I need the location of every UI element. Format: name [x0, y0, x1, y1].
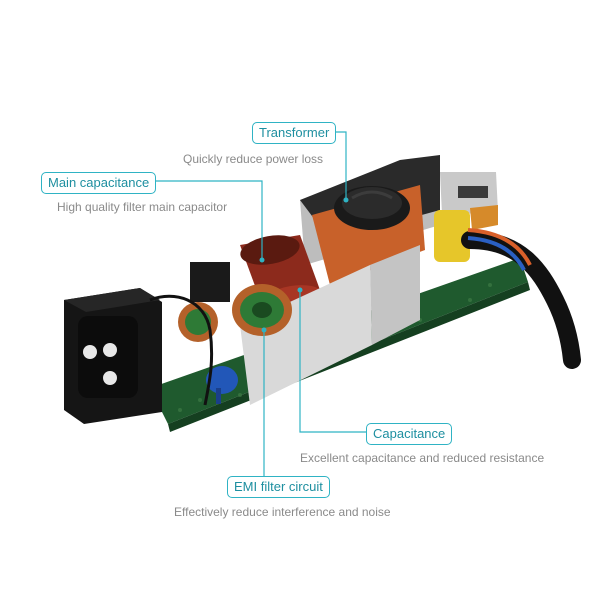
blue-capacitor — [206, 366, 238, 404]
transformer — [312, 185, 425, 285]
capacitance-description: Excellent capacitance and reduced resist… — [300, 451, 545, 465]
ac-inlet-connector — [64, 288, 162, 424]
connector-wire — [149, 294, 214, 406]
capacitance-label: Capacitance — [366, 423, 453, 445]
yellow-component — [434, 210, 470, 262]
heatsink-front — [240, 245, 420, 405]
main-capacitance-description: High quality filter main capacitor — [57, 200, 228, 214]
main-capacitance-label: Main capacitance — [41, 172, 157, 194]
emi-filter-description: Effectively reduce interference and nois… — [174, 505, 391, 519]
emi-filter-label: EMI filter circuit — [227, 476, 330, 498]
leader-lines — [147, 131, 366, 476]
black-inductor — [190, 262, 230, 302]
transformer-description: Quickly reduce power loss — [183, 152, 324, 166]
transformer-label: Transformer — [252, 122, 337, 144]
cable-wire-blue — [467, 236, 526, 271]
emi-coil-large — [232, 284, 292, 336]
leader-capacitance — [299, 290, 366, 433]
leader-main-capacitance — [147, 180, 263, 260]
leader-dots — [259, 197, 349, 333]
cable-wire-orange — [467, 228, 532, 266]
usb-port — [440, 172, 498, 230]
